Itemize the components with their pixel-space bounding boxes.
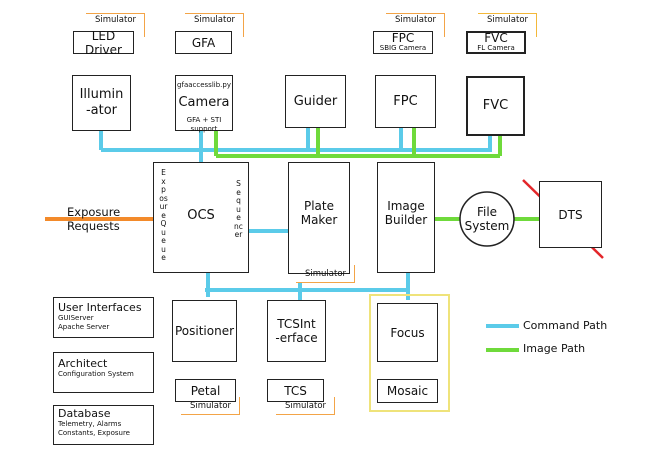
tcs-simulator[interactable]: Simulator	[276, 397, 335, 415]
tcs-label: TCS	[284, 383, 307, 398]
fpc-sim-label: Simulator	[395, 15, 437, 25]
illuminator-box[interactable]: Illumin -ator	[72, 75, 131, 131]
led-driver-box[interactable]: LED Driver	[73, 28, 134, 57]
legend-command-label: Command Path	[523, 319, 608, 332]
legend-image-swatch	[486, 348, 519, 352]
legend-command-swatch	[486, 324, 519, 328]
plate-maker-simulator[interactable]: Simulator	[296, 265, 355, 283]
exposure-requests-label: Exposure Requests	[67, 205, 121, 233]
ocs-box[interactable]: OCS Exposure Queue Sequencer	[153, 162, 249, 273]
ocs-label: OCS	[187, 208, 215, 223]
sequencer-label: Sequencer	[234, 179, 243, 239]
guider-box[interactable]: Guider	[285, 75, 346, 128]
architect-lines: Configuration System	[58, 370, 134, 378]
camera-box[interactable]: gfaaccesslib.py Camera GFA + STI support	[175, 75, 233, 133]
fvc-box[interactable]: FVC	[466, 76, 525, 136]
guider-label: Guider	[293, 93, 338, 109]
plate-maker-sim-label: Simulator	[305, 269, 347, 279]
focus-label: Focus	[390, 325, 425, 340]
fvc-fl-box[interactable]: FVC FL Camera	[466, 31, 526, 54]
camera-label: Camera	[178, 95, 230, 110]
mosaic-box[interactable]: Mosaic	[377, 379, 438, 403]
petal-sim-label: Simulator	[190, 401, 232, 411]
mosaic-label: Mosaic	[386, 384, 429, 398]
led-driver-simulator[interactable]: Simulator	[86, 13, 145, 37]
fvc-sim-label: Simulator	[487, 15, 529, 25]
fpc-label: FPC	[393, 93, 418, 109]
fpc-simulator[interactable]: Simulator	[386, 13, 445, 37]
fpc-sbig-label: FPC	[391, 31, 415, 45]
camera-lib-label: gfaaccesslib.py	[177, 81, 231, 89]
file-system-node[interactable]: File System	[460, 192, 514, 246]
user-interfaces-lines: GUIServer Apache Server	[58, 314, 110, 331]
dts-label: DTS	[558, 207, 583, 222]
gfa-label: GFA	[191, 35, 216, 50]
fvc-fl-sub: FL Camera	[477, 44, 515, 52]
led-driver-sim-label: Simulator	[95, 15, 137, 25]
positioner-label: Positioner	[174, 324, 235, 338]
fpc-sbig-sub: SBIG Camera	[379, 44, 427, 52]
database-title: Database	[58, 407, 111, 420]
camera-support-label: GFA + STI support	[186, 116, 222, 133]
database-lines: Telemetry, Alarms Constants, Exposure	[58, 420, 130, 437]
plate-maker-label: Plate Maker	[300, 199, 338, 227]
petal-label: Petal	[190, 383, 221, 398]
gfa-box[interactable]: GFA	[175, 31, 232, 54]
gfa-sim-label: Simulator	[194, 15, 236, 25]
tcs-interface-label: TCSInt -erface	[275, 317, 318, 345]
user-interfaces-panel[interactable]: User Interfaces GUIServer Apache Server	[53, 297, 154, 338]
database-panel[interactable]: Database Telemetry, Alarms Constants, Ex…	[53, 405, 154, 445]
tcs-interface-box[interactable]: TCSInt -erface	[267, 300, 326, 362]
file-system-circle	[459, 191, 515, 247]
petal-simulator[interactable]: Simulator	[181, 397, 240, 415]
architect-panel[interactable]: Architect Configuration System	[53, 352, 154, 393]
gfa-simulator[interactable]: Simulator	[185, 13, 244, 37]
focus-frame	[369, 294, 450, 412]
petal-box[interactable]: Petal	[175, 379, 236, 402]
focus-box[interactable]: Focus	[377, 303, 438, 362]
image-builder-box[interactable]: Image Builder	[377, 162, 435, 273]
fpc-sbig-box[interactable]: FPC SBIG Camera	[373, 31, 433, 54]
legend-image-label: Image Path	[523, 342, 586, 355]
file-system-label: File System	[464, 205, 510, 233]
fpc-box[interactable]: FPC	[375, 75, 436, 128]
positioner-box[interactable]: Positioner	[172, 300, 237, 362]
user-interfaces-title: User Interfaces	[58, 301, 142, 314]
fvc-fl-label: FVC	[484, 31, 508, 45]
dts-box[interactable]: DTS	[539, 181, 602, 248]
led-driver-label: LED Driver	[85, 28, 122, 57]
command-path-lines	[99, 128, 492, 300]
image-builder-label: Image Builder	[384, 199, 428, 227]
architect-title: Architect	[58, 357, 108, 370]
image-path-lines	[214, 128, 540, 221]
fvc-simulator[interactable]: Simulator	[478, 13, 537, 37]
tcs-sim-label: Simulator	[285, 401, 327, 411]
exposure-queue-label: Exposure Queue	[159, 168, 168, 262]
illuminator-label: Illumin -ator	[79, 87, 124, 118]
plate-maker-box[interactable]: Plate Maker	[288, 162, 350, 274]
fvc-label: FVC	[482, 98, 509, 113]
tcs-box[interactable]: TCS	[267, 379, 324, 402]
